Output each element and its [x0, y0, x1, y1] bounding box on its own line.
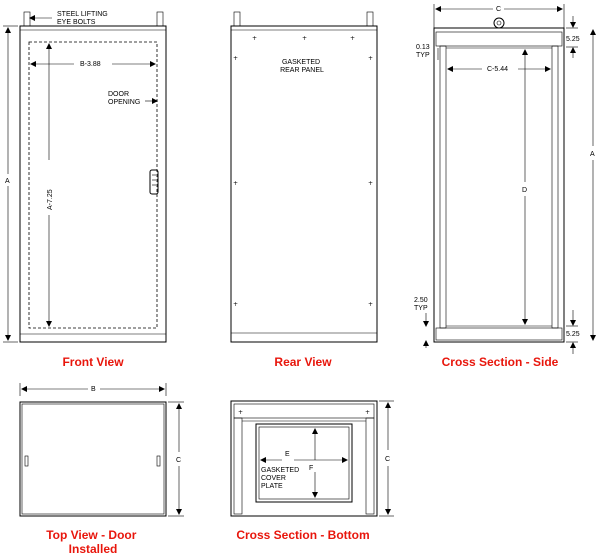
plate-width-dim: E [285, 451, 290, 458]
cross-section-bottom: + + E F GASKETED COVER PLATE C Cross Sec… [230, 400, 394, 542]
rear-eye-bolt-left [233, 11, 241, 27]
side-typ-bottom-line2: TYP [414, 305, 428, 312]
top-hinge-left-icon [24, 455, 29, 467]
top-width-dim: B [91, 386, 96, 393]
rear-enclosure-outline [230, 25, 378, 343]
side-typ-bottom-line1: 2.50 [414, 297, 428, 304]
side-bottom-dim: 5.25 [566, 331, 580, 338]
top-door-outline [19, 401, 167, 517]
rear-panel-note: GASKETED REAR PANEL [280, 59, 324, 74]
plate-note-line1: GASKETED [261, 467, 299, 474]
door-opening-outline [28, 41, 158, 329]
svg-text:+: + [233, 55, 238, 62]
svg-text:+: + [302, 35, 307, 42]
plate-height-dim: F [309, 465, 313, 472]
front-view: STEEL LIFTING EYE BOLTS B-3.88 DOOR OPEN… [3, 11, 167, 369]
cross-section-side: C 5.25 0.13 TYP C-5.44 D 2.50 [414, 4, 596, 369]
top-caption-line2: Installed [69, 542, 118, 556]
front-enclosure-outline [19, 25, 167, 343]
side-eye-bolt-icon [493, 17, 505, 29]
side-width-dim: C [496, 6, 501, 13]
side-height-dim: A [590, 151, 595, 158]
rear-panel-fasteners: + + + + + + + + + [233, 35, 373, 308]
lifting-note: STEEL LIFTING EYE BOLTS [57, 11, 110, 26]
top-view-caption: Top View - Door Installed [46, 528, 140, 556]
front-height-dim: A [5, 178, 10, 185]
bottom-fastener-right: + [365, 409, 370, 416]
svg-text:+: + [233, 301, 238, 308]
side-caption: Cross Section - Side [442, 355, 559, 369]
top-hinge-right-icon [156, 455, 161, 467]
rear-panel-line2: REAR PANEL [280, 67, 324, 74]
lifting-note-line1: STEEL LIFTING [57, 11, 108, 18]
side-typ-top-line2: TYP [416, 52, 430, 59]
bottom-caption: Cross Section - Bottom [236, 528, 369, 542]
cover-plate-outline [255, 423, 353, 503]
side-typ-top-line1: 0.13 [416, 44, 430, 51]
top-caption-line1: Top View - Door [46, 528, 137, 542]
rear-view-caption: Rear View [274, 355, 332, 369]
svg-text:+: + [233, 180, 238, 187]
side-inner-height-dim: D [522, 187, 527, 194]
svg-text:+: + [368, 180, 373, 187]
front-view-caption: Front View [62, 355, 124, 369]
svg-text:+: + [368, 55, 373, 62]
bottom-frame-outline [230, 400, 378, 517]
top-view: B C Top View - Door Installed [19, 383, 184, 556]
side-typ-bottom: 2.50 TYP [414, 297, 430, 312]
side-inner-width-dim: C-5.44 [487, 66, 508, 73]
rear-view: + + + + + + + + + GASKETED REAR PANEL Rear Vi… [230, 11, 378, 369]
bottom-depth-dim: C [385, 456, 390, 463]
side-frame-outline [433, 27, 565, 343]
door-opening-line1: DOOR [108, 91, 129, 98]
top-depth-dim: C [176, 457, 181, 464]
front-width-dim: B-3.88 [80, 61, 101, 68]
lifting-note-line2: EYE BOLTS [57, 19, 96, 26]
svg-text:+: + [368, 301, 373, 308]
eye-bolt-right [156, 11, 164, 27]
svg-text:+: + [350, 35, 355, 42]
front-inner-height-dim: A-7.25 [47, 189, 54, 210]
plate-note: GASKETED COVER PLATE [261, 467, 301, 490]
eye-bolt-left [23, 11, 31, 27]
rear-eye-bolt-right [366, 11, 374, 27]
door-opening-note: DOOR OPENING [108, 91, 140, 106]
door-opening-line2: OPENING [108, 99, 140, 106]
bottom-fastener-left: + [238, 409, 243, 416]
plate-note-line2: COVER [261, 475, 286, 482]
side-top-dim: 5.25 [566, 36, 580, 43]
door-handle-icon [149, 169, 159, 195]
side-typ-top: 0.13 TYP [416, 44, 432, 59]
svg-text:+: + [252, 35, 257, 42]
plate-note-line3: PLATE [261, 483, 283, 490]
rear-panel-line1: GASKETED [282, 59, 320, 66]
